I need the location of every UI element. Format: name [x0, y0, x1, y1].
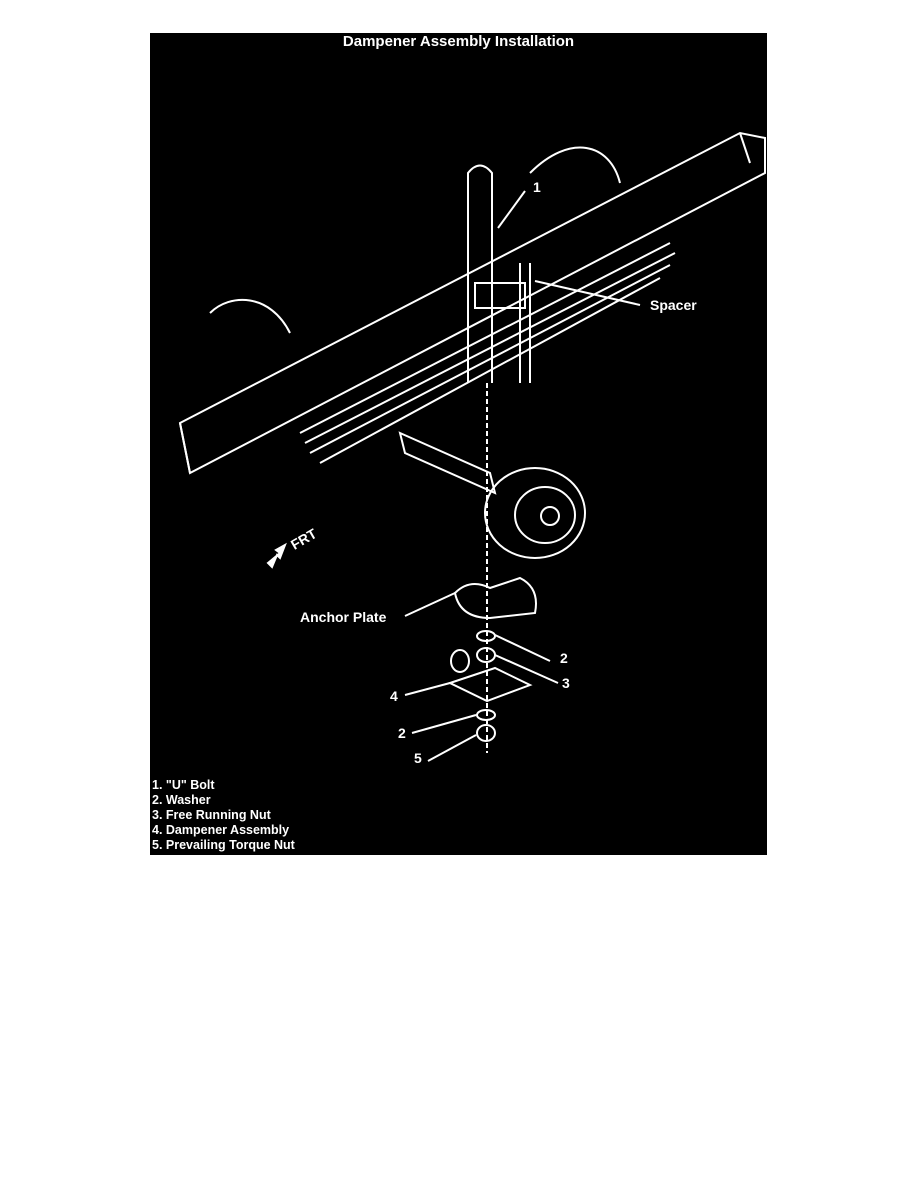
illustration-panel: Dampener Assembly Installation 1 Spacer … [150, 33, 767, 855]
legend-item: 1. "U" Bolt [152, 778, 215, 792]
axle [398, 431, 497, 495]
prevailing-torque-nut [476, 724, 496, 742]
callout-anchor-plate: Anchor Plate [300, 609, 387, 625]
legend-item: 3. Free Running Nut [152, 808, 271, 822]
diagram-title: Dampener Assembly Installation [342, 33, 575, 50]
callout-dampener: 4 [390, 688, 398, 704]
leader-1 [497, 190, 526, 229]
callout-u-bolt: 1 [533, 179, 541, 195]
dampener-assembly [447, 666, 533, 703]
legend: 1. "U" Bolt 2. Washer 3. Free Running Nu… [152, 778, 295, 853]
leader-3 [494, 654, 559, 684]
leader-4 [404, 682, 451, 696]
legend-item: 5. Prevailing Torque Nut [152, 838, 295, 852]
anchor-plate [453, 576, 537, 620]
legend-item: 4. Dampener Assembly [152, 823, 290, 837]
brake-drum [484, 467, 586, 559]
u-bolt [467, 164, 493, 383]
leader-2b [411, 714, 477, 734]
body-contour [209, 146, 621, 334]
callout-spacer: Spacer [650, 297, 697, 313]
leaf-spring [299, 242, 676, 464]
leader-spacer [534, 280, 641, 306]
front-arrow-icon [266, 542, 287, 569]
callout-washer-lower: 2 [398, 725, 406, 741]
leader-anchor [404, 592, 456, 617]
legend-item: 2. Washer [152, 793, 211, 807]
callout-free-running-nut: 3 [562, 675, 570, 691]
callout-washer-upper: 2 [560, 650, 568, 666]
leader-5 [427, 734, 477, 762]
spacer-part [519, 263, 531, 383]
suspension-illustration [178, 131, 766, 762]
leader-2a [494, 634, 551, 662]
callout-prevailing-nut: 5 [414, 750, 422, 766]
